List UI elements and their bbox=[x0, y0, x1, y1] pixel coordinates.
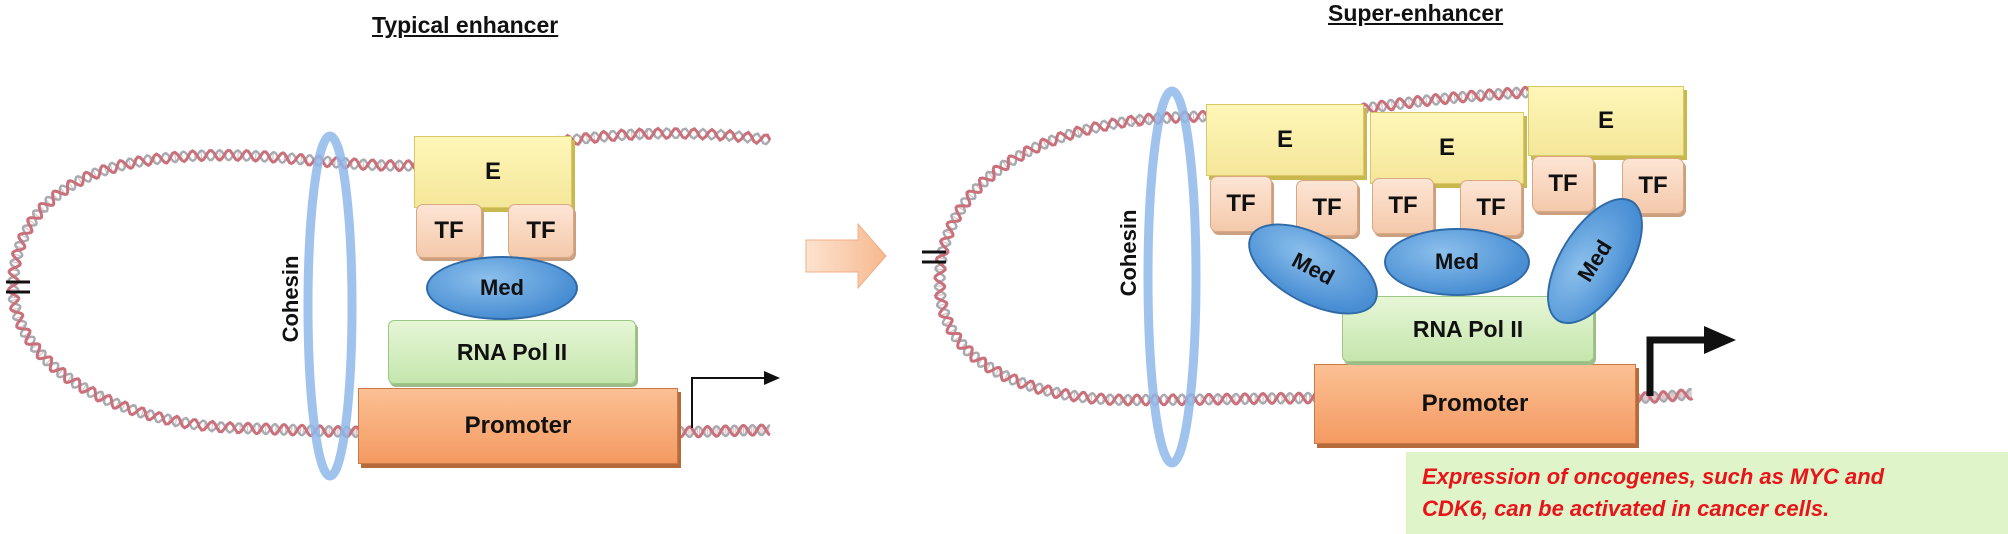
tf-right-1: TF bbox=[1210, 176, 1272, 232]
dna-strand-back bbox=[674, 423, 771, 439]
rna-pol-ii-left: RNA Pol II bbox=[388, 320, 636, 384]
transcription-arrow-left bbox=[691, 377, 766, 428]
dna-break-mark-right bbox=[922, 250, 946, 264]
transcription-arrow-right bbox=[1646, 336, 1706, 396]
tf-right-3: TF bbox=[1372, 178, 1434, 234]
cohesin-label-left: Cohesin bbox=[278, 255, 303, 343]
enhancer-right-2: E bbox=[1370, 112, 1524, 184]
tf-left-2: TF bbox=[508, 204, 574, 258]
promoter-left: Promoter bbox=[358, 388, 678, 464]
transition-arrow bbox=[805, 222, 887, 290]
tf-right-5: TF bbox=[1532, 156, 1594, 212]
dna-strand-front bbox=[674, 423, 771, 439]
typical-enhancer-title: Typical enhancer bbox=[372, 12, 559, 38]
tf-right-4: TF bbox=[1460, 180, 1522, 236]
tf-right-2: TF bbox=[1296, 180, 1358, 236]
enhancer-left: E bbox=[414, 136, 572, 208]
enhancer-right-1: E bbox=[1206, 104, 1364, 176]
super-enhancer-title: Super-enhancer bbox=[1328, 0, 1504, 26]
oncogene-note-line-2: CDK6, can be activated in cancer cells. bbox=[1422, 495, 1830, 521]
cohesin-label-right: Cohesin bbox=[1116, 209, 1141, 297]
mediator-left: Med bbox=[426, 256, 578, 320]
dna-break-mark-left bbox=[6, 280, 30, 294]
tf-left-1: TF bbox=[416, 204, 482, 258]
oncogene-note: Expression of oncogenes, such as MYC and… bbox=[1406, 452, 2008, 534]
promoter-right: Promoter bbox=[1314, 364, 1636, 444]
dna-strand-front bbox=[1630, 388, 1694, 405]
transcription-arrow-left-head bbox=[764, 371, 780, 385]
enhancer-right-3: E bbox=[1528, 86, 1684, 156]
transcription-arrow-right-head bbox=[1704, 326, 1736, 354]
mediator-right-2: Med bbox=[1384, 228, 1530, 296]
oncogene-note-line-1: Expression of oncogenes, such as MYC and bbox=[1422, 464, 1885, 489]
